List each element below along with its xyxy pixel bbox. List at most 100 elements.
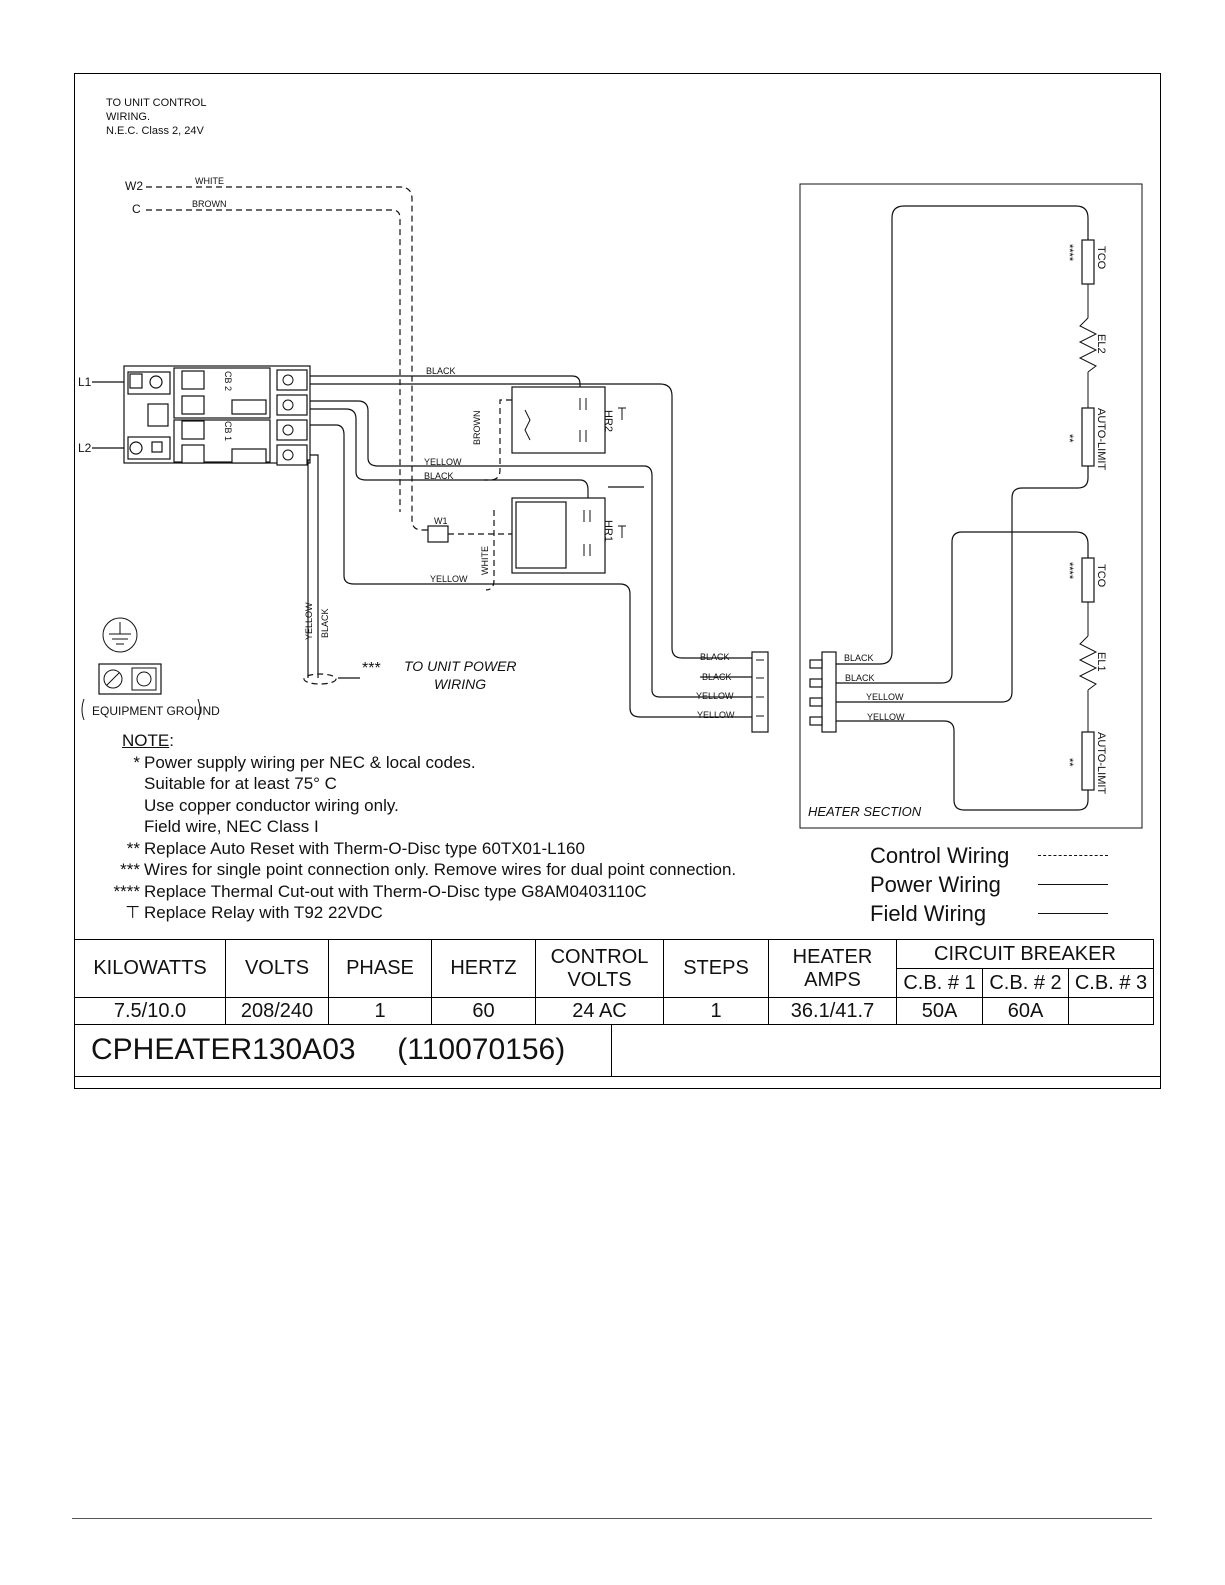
note-line: Use copper conductor wiring only.	[144, 795, 399, 815]
legend-control-wiring: Control Wiring	[870, 841, 1108, 870]
header-volts: VOLTS	[225, 939, 329, 998]
wire-label-black-vert: BLACK	[320, 608, 330, 638]
el2-label: EL2	[1095, 334, 1107, 354]
field-wire-yellow	[310, 454, 319, 678]
plug-connector-right	[809, 651, 837, 733]
note-line: Field wire, NEC Class I	[144, 817, 319, 836]
terminal-w1-label: W1	[434, 516, 448, 526]
wire-yellow-2	[310, 424, 752, 718]
wire-yellow-1	[310, 400, 752, 698]
heater-string-el1	[1078, 557, 1098, 791]
cb2-label: CB 2	[223, 371, 233, 391]
value-cb3	[1068, 997, 1154, 1025]
terminal-l1-label: L1	[78, 375, 92, 389]
value-phase: 1	[328, 997, 432, 1025]
value-control-volts: 24 AC	[535, 997, 664, 1025]
stars2-upper: **	[1063, 434, 1075, 443]
field-wire-black	[307, 459, 310, 678]
control-wire-c	[146, 209, 401, 512]
header-cb3: C.B. # 3	[1068, 968, 1154, 998]
wire-label-brown-vert: BROWN	[472, 411, 482, 446]
model-part-number: (110070156)	[397, 1033, 566, 1066]
notes-block: NOTE: *Power supply wiring per NEC & loc…	[100, 730, 900, 924]
wiring-diagram: TO UNIT CONTROL WIRING. N.E.C. Class 2, …	[78, 97, 1143, 829]
wire-label-black-1: BLACK	[426, 366, 456, 376]
heater-section-label: HEATER SECTION	[808, 804, 922, 819]
power-wiring-text-2: WIRING	[434, 676, 486, 692]
tco-label-upper: TCO	[1095, 246, 1107, 270]
wire-label-yellow-vert: YELLOW	[304, 602, 314, 640]
header-control-volts: CONTROL VOLTS	[535, 939, 664, 998]
header-cb1: C.B. # 1	[896, 968, 983, 998]
power-wiring-text-1: TO UNIT POWER	[404, 658, 517, 674]
equipment-ground-brackets	[81, 698, 201, 721]
wire-label-yellow-2: YELLOW	[430, 574, 468, 584]
relay-hr2	[484, 386, 626, 481]
control-text-2: WIRING.	[106, 111, 150, 123]
wire-label-black-2: BLACK	[424, 471, 454, 481]
note-line: ***Wires for single point connection onl…	[120, 860, 737, 879]
plug-label-black-1: BLACK	[700, 652, 730, 662]
stars4-lower: ****	[1063, 562, 1075, 580]
header-circuit-breaker: CIRCUIT BREAKER	[896, 939, 1154, 969]
note-line: *Power supply wiring per NEC & local cod…	[133, 752, 476, 772]
model-row: CPHEATER130A03 (110070156)	[74, 1024, 1161, 1077]
wire-label-white: WHITE	[195, 176, 224, 186]
wiring-legend: Control Wiring Power Wiring Field Wiring	[870, 841, 1108, 928]
note-line: ⊤Replace Relay with T92 22VDC	[125, 903, 383, 922]
tco-label-lower: TCO	[1095, 564, 1107, 588]
relay-hr1	[485, 497, 626, 591]
stars3-marker: ***	[362, 660, 381, 677]
value-hertz: 60	[431, 997, 536, 1025]
w1-connector	[427, 525, 449, 543]
heater-label-yellow-2: YELLOW	[867, 712, 905, 722]
hr2-label: HR2	[602, 410, 614, 432]
drawing-frame	[74, 73, 1161, 1089]
plug-connector-left	[751, 651, 769, 733]
ground-lug-icon	[98, 663, 162, 695]
el1-label: EL1	[1095, 652, 1107, 672]
value-volts: 208/240	[225, 997, 329, 1025]
header-heater-amps: HEATER AMPS	[768, 939, 897, 998]
heater-section-box	[799, 183, 1143, 829]
heater-label-black-1: BLACK	[844, 653, 874, 663]
wire-black-to-plug	[310, 383, 752, 659]
wire-label-white-vert: WHITE	[480, 546, 490, 575]
heater-wire-el1-feed	[836, 531, 1089, 684]
terminal-w2-label: W2	[125, 179, 143, 193]
plug-wire-black	[608, 486, 752, 678]
heater-label-yellow-1: YELLOW	[866, 692, 904, 702]
heater-wire-el1-return	[836, 720, 1089, 811]
model-name: CPHEATER130A03	[91, 1033, 356, 1066]
value-kilowatts: 7.5/10.0	[74, 997, 226, 1025]
terminal-l2-label: L2	[78, 441, 92, 455]
terminal-c-label: C	[132, 202, 141, 216]
control-text-3: N.E.C. Class 2, 24V	[106, 125, 204, 137]
header-steps: STEPS	[663, 939, 769, 998]
header-phase: PHASE	[328, 939, 432, 998]
wire-label-brown: BROWN	[192, 199, 227, 209]
value-steps: 1	[663, 997, 769, 1025]
value-heater-amps: 36.1/41.7	[768, 997, 897, 1025]
hr1-label: HR1	[602, 520, 614, 542]
plug-label-yellow-2: YELLOW	[697, 710, 735, 720]
value-cb2: 60A	[982, 997, 1069, 1025]
circuit-breaker-block	[123, 365, 311, 466]
stars2-lower: **	[1063, 758, 1075, 767]
plug-label-yellow-1: YELLOW	[696, 691, 734, 701]
notes-title: NOTE	[122, 731, 170, 750]
stars4-upper: ****	[1063, 244, 1075, 262]
header-cb2: C.B. # 2	[982, 968, 1069, 998]
footer-rule	[72, 1518, 1152, 1519]
auto-limit-label-upper: AUTO-LIMIT	[1095, 408, 1107, 470]
heater-wire-el2-return	[836, 466, 1089, 703]
control-wire-w2	[146, 186, 428, 531]
model-cell: CPHEATER130A03 (110070156)	[75, 1024, 612, 1076]
value-cb1: 50A	[896, 997, 983, 1025]
heater-wire-el2-feed	[836, 205, 1089, 665]
legend-power-wiring: Power Wiring	[870, 870, 1108, 899]
legend-field-wiring: Field Wiring	[870, 899, 1108, 928]
spec-table: KILOWATTS VOLTS PHASE HERTZ CONTROL VOLT…	[74, 939, 1154, 1025]
header-kilowatts: KILOWATTS	[74, 939, 226, 998]
ground-icon	[102, 617, 138, 653]
